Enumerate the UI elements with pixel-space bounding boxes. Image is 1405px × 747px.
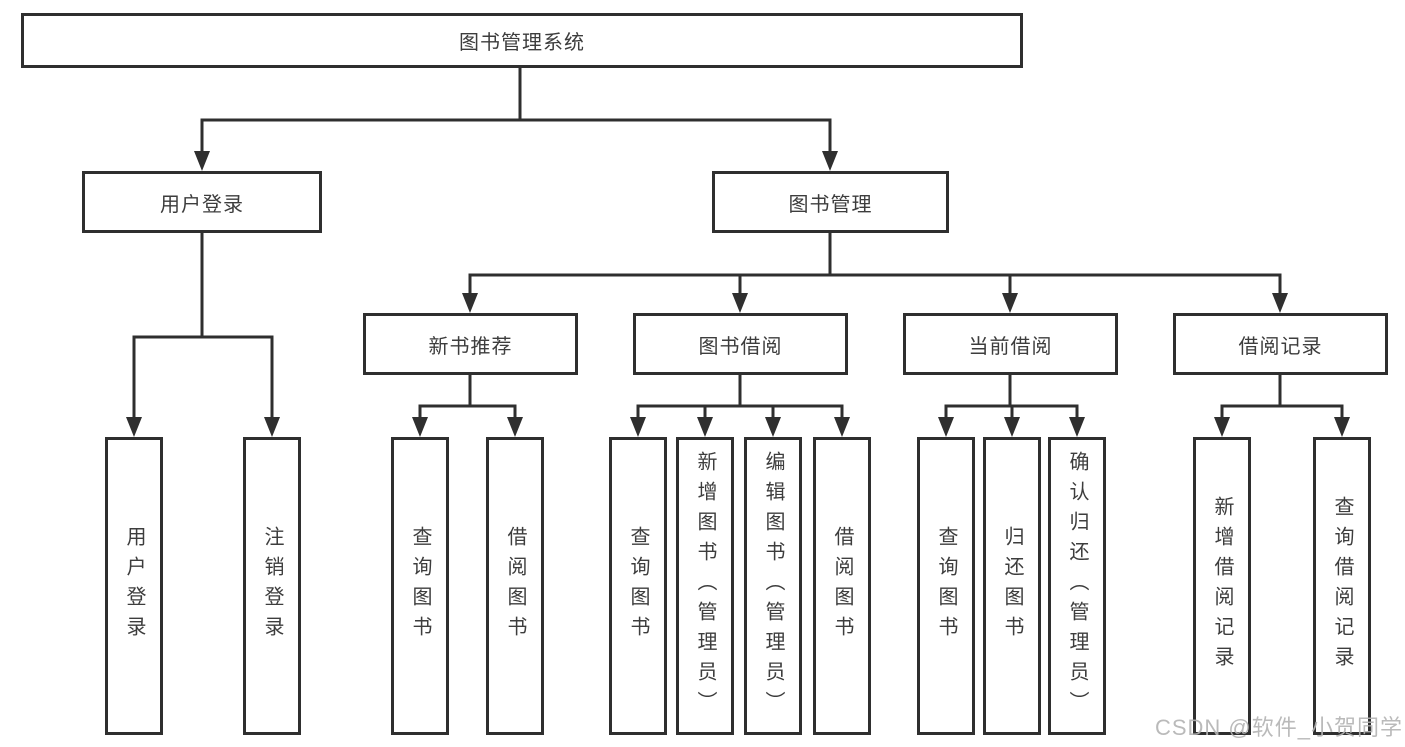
arrow-down-icon bbox=[194, 151, 210, 171]
connector-recommend-to-leaves bbox=[412, 373, 523, 437]
leaf-return-books: 归还图书 bbox=[983, 437, 1041, 735]
node-label: 借阅图书 bbox=[504, 526, 526, 646]
arrow-down-icon bbox=[1002, 293, 1018, 313]
node-label: 查询图书 bbox=[627, 526, 649, 646]
arrow-down-icon bbox=[462, 293, 478, 313]
node-user-login: 用户登录 bbox=[82, 171, 322, 233]
arrow-down-icon bbox=[507, 417, 523, 437]
arrow-down-icon bbox=[264, 417, 280, 437]
node-label: 归还图书 bbox=[1001, 526, 1023, 646]
connector-mgmt-to-level3 bbox=[462, 231, 1288, 313]
node-label: 用户登录 bbox=[123, 526, 145, 646]
node-book-management: 图书管理 bbox=[712, 171, 949, 233]
arrow-down-icon bbox=[126, 417, 142, 437]
leaf-query-books-recommend: 查询图书 bbox=[391, 437, 449, 735]
node-label: 新书推荐 bbox=[428, 335, 513, 358]
arrow-down-icon bbox=[1272, 293, 1288, 313]
leaf-add-borrow-record: 新增借阅记录 bbox=[1193, 437, 1251, 735]
arrow-down-icon bbox=[1214, 417, 1230, 437]
arrow-down-icon bbox=[732, 293, 748, 313]
node-label: 编辑图书（管理员） bbox=[762, 451, 784, 721]
node-book-borrow: 图书借阅 bbox=[633, 313, 848, 375]
arrow-down-icon bbox=[697, 417, 713, 437]
node-label: 查询图书 bbox=[935, 526, 957, 646]
leaf-logout: 注销登录 bbox=[243, 437, 301, 735]
node-current-borrow: 当前借阅 bbox=[903, 313, 1118, 375]
leaf-user-login: 用户登录 bbox=[105, 437, 163, 735]
connector-root-to-level2 bbox=[194, 66, 838, 171]
node-label: 确认归还（管理员） bbox=[1066, 451, 1088, 721]
node-label: 查询图书 bbox=[409, 526, 431, 646]
arrow-down-icon bbox=[412, 417, 428, 437]
node-label: 图书管理系统 bbox=[459, 32, 585, 54]
leaf-query-books-current: 查询图书 bbox=[917, 437, 975, 735]
node-label: 注销登录 bbox=[261, 526, 283, 646]
node-label: 新增图书（管理员） bbox=[694, 451, 716, 721]
node-label: 图书管理 bbox=[788, 193, 873, 216]
arrow-down-icon bbox=[765, 417, 781, 437]
node-label: 借阅记录 bbox=[1238, 335, 1323, 358]
node-new-book-recommend: 新书推荐 bbox=[363, 313, 578, 375]
connector-borrow-to-leaves bbox=[630, 373, 850, 437]
leaf-borrow-books-recommend: 借阅图书 bbox=[486, 437, 544, 735]
leaf-query-books-borrow: 查询图书 bbox=[609, 437, 667, 735]
arrow-down-icon bbox=[630, 417, 646, 437]
leaf-query-borrow-record: 查询借阅记录 bbox=[1313, 437, 1371, 735]
node-label: 图书借阅 bbox=[698, 335, 783, 358]
arrow-down-icon bbox=[834, 417, 850, 437]
connector-current-to-leaves bbox=[938, 373, 1085, 437]
arrow-down-icon bbox=[1004, 417, 1020, 437]
node-borrow-records: 借阅记录 bbox=[1173, 313, 1388, 375]
connector-records-to-leaves bbox=[1214, 373, 1350, 437]
node-label: 新增借阅记录 bbox=[1211, 496, 1233, 676]
leaf-edit-books-admin: 编辑图书（管理员） bbox=[744, 437, 802, 735]
arrow-down-icon bbox=[938, 417, 954, 437]
node-label: 用户登录 bbox=[160, 193, 244, 216]
leaf-add-books-admin: 新增图书（管理员） bbox=[676, 437, 734, 735]
node-label: 查询借阅记录 bbox=[1331, 496, 1353, 676]
arrow-down-icon bbox=[1069, 417, 1085, 437]
arrow-down-icon bbox=[822, 151, 838, 171]
leaf-confirm-return-admin: 确认归还（管理员） bbox=[1048, 437, 1106, 735]
connector-login-to-leaves bbox=[126, 231, 280, 437]
leaf-borrow-books: 借阅图书 bbox=[813, 437, 871, 735]
node-label: 借阅图书 bbox=[831, 526, 853, 646]
node-label: 当前借阅 bbox=[968, 335, 1053, 358]
node-root-system: 图书管理系统 bbox=[21, 13, 1023, 68]
arrow-down-icon bbox=[1334, 417, 1350, 437]
